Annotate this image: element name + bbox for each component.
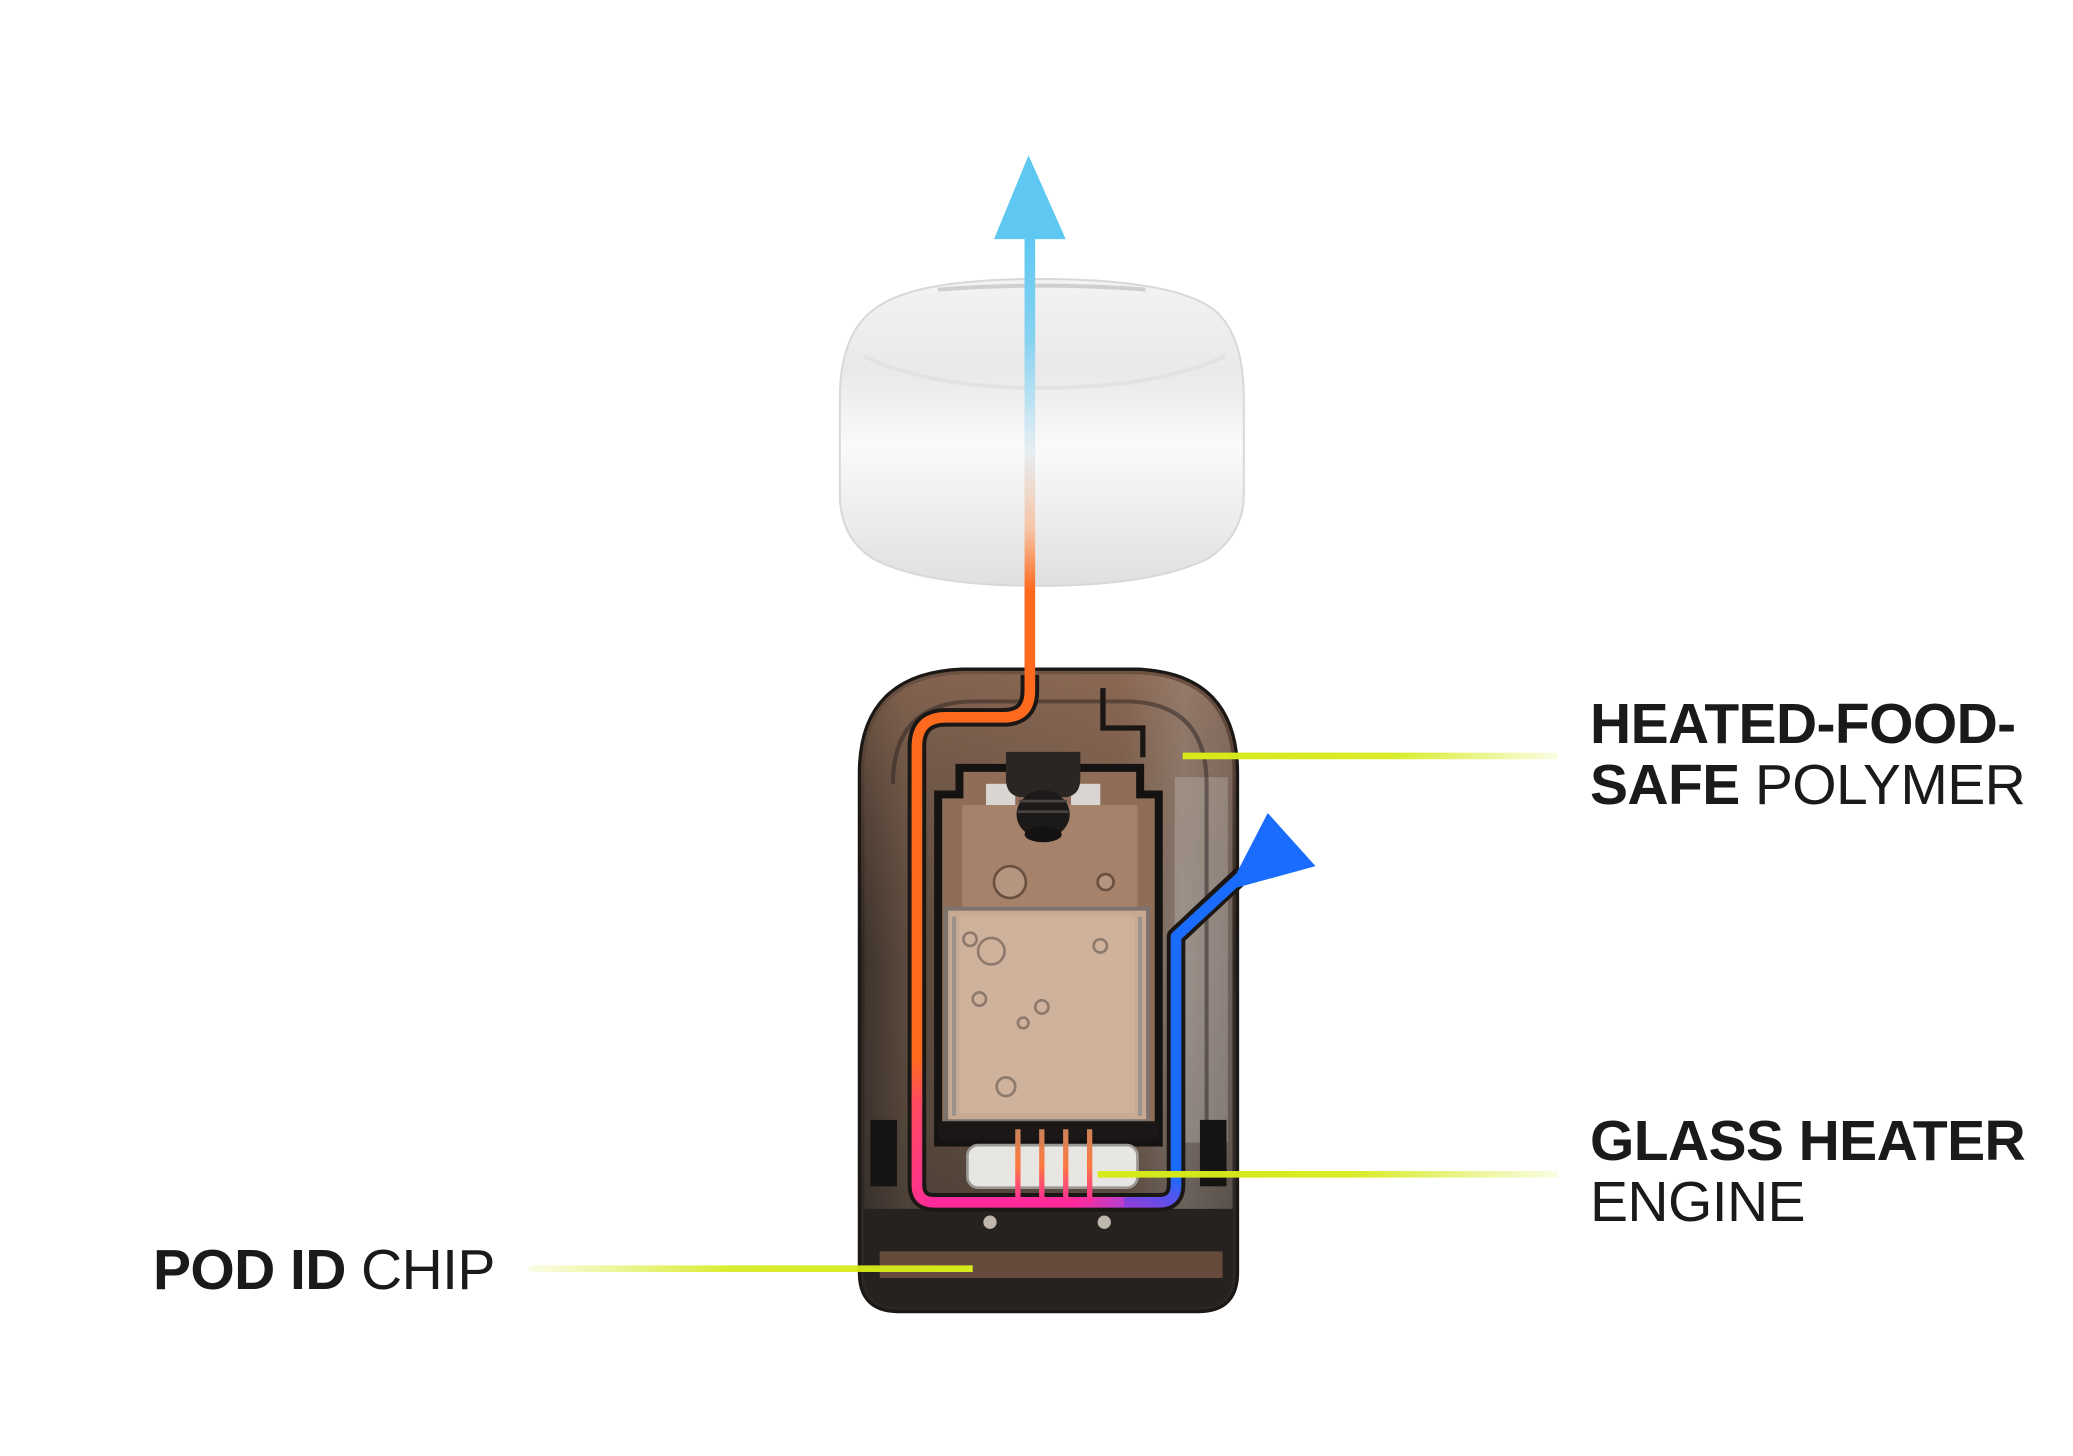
callout-label-heater: GLASS HEATER ENGINE	[1590, 1109, 2026, 1233]
connector-bracket-right	[1071, 783, 1101, 806]
glass-tank-highlight	[959, 916, 1135, 1114]
connector-bracket-left	[986, 783, 1016, 806]
callout-polymer-bold-2: SAFE	[1590, 753, 1740, 817]
pod-body	[857, 667, 1240, 1314]
bubble	[1033, 999, 1050, 1015]
mouthpiece-cap-top-face	[862, 354, 1227, 390]
side-clip-left	[870, 1119, 897, 1187]
bubbles	[962, 931, 1109, 1098]
heated-flow-path	[911, 1097, 1130, 1208]
bubble	[1092, 937, 1109, 954]
bubble	[976, 936, 1006, 966]
connector-housing	[1005, 751, 1081, 798]
air-flow-path	[1124, 867, 1251, 1208]
bubble	[962, 931, 979, 948]
shell-inner-edge	[890, 699, 1209, 1143]
mouthpiece-cap-body	[838, 277, 1245, 587]
pod-id-chip	[879, 1251, 1223, 1278]
base-pin	[1097, 1215, 1111, 1229]
tank-base-frame	[938, 1121, 1159, 1140]
callout-heater-line1: GLASS HEATER	[1590, 1109, 2026, 1173]
callout-polymer-line2: SAFE POLYMER	[1590, 753, 2026, 817]
callout-heater-line2: ENGINE	[1590, 1172, 2025, 1233]
callout-chip-line: POD ID CHIP	[153, 1240, 495, 1301]
top-connector	[986, 751, 1101, 843]
callout-heater-regular: ENGINE	[1590, 1170, 1806, 1234]
callout-chip-regular: CHIP	[361, 1238, 495, 1302]
bubble	[1016, 1016, 1030, 1030]
wick-port	[992, 864, 1028, 900]
connector-tip	[1024, 826, 1062, 843]
mouthpiece-slot	[938, 283, 1146, 292]
arrow-up-icon	[993, 155, 1066, 240]
heater-ceramic	[966, 1143, 1139, 1189]
wick-port	[1096, 872, 1115, 892]
callout-polymer-line1: HEATED-FOOD-	[1590, 694, 2025, 755]
mouthpiece-cap	[838, 277, 1245, 587]
top-bracket	[1100, 688, 1146, 758]
callout-polymer-bold-1: HEATED-FOOD-	[1590, 692, 2016, 756]
callout-heater-bold: GLASS HEATER	[1590, 1109, 2026, 1173]
bubble	[971, 991, 988, 1007]
callout-label-polymer: HEATED-FOOD- SAFE POLYMER	[1590, 694, 2026, 817]
callout-polymer-regular: POLYMER	[1754, 753, 2026, 817]
base-pin	[983, 1215, 997, 1229]
callout-label-chip: POD ID CHIP	[153, 1240, 495, 1301]
heater-contacts	[1015, 1129, 1093, 1203]
callout-chip-bold: POD ID	[153, 1238, 346, 1302]
bubble	[995, 1076, 1017, 1098]
vapor-flow-path	[911, 233, 1036, 1103]
arrow-up-right-icon	[1227, 813, 1316, 891]
